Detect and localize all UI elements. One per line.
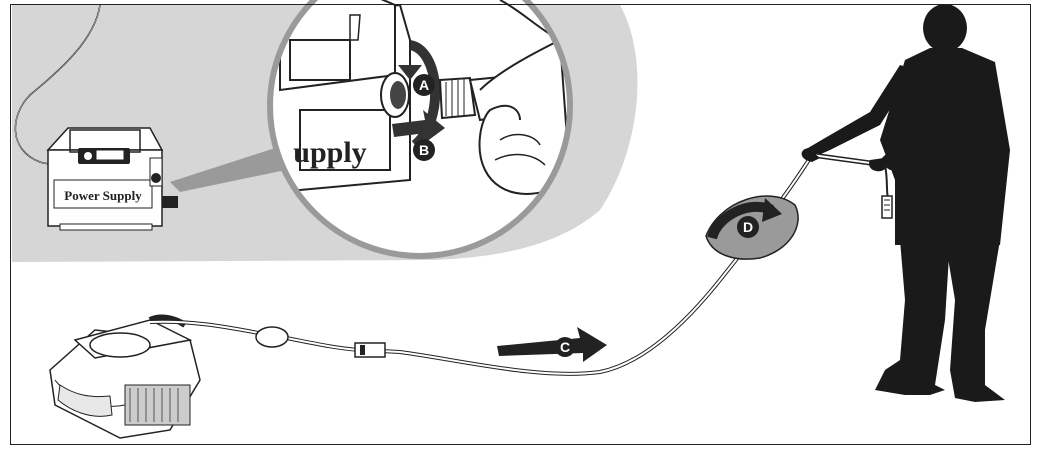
power-supply-unit: Power Supply: [48, 128, 178, 230]
dangling-plug: [882, 196, 892, 218]
pool-robot: [50, 318, 200, 438]
zoom-supply-label: upply: [293, 136, 366, 169]
cable-swivel: [355, 343, 385, 357]
svg-text:D: D: [743, 219, 753, 235]
callout-c: C: [497, 327, 607, 362]
power-supply-label: Power Supply: [64, 188, 142, 203]
callout-b: B: [413, 139, 435, 161]
svg-text:C: C: [560, 339, 570, 355]
callout-d: D: [706, 196, 798, 259]
svg-text:B: B: [419, 142, 429, 158]
person-silhouette: [808, 4, 1010, 402]
callout-a: A: [413, 74, 435, 96]
svg-text:A: A: [419, 77, 429, 93]
cable-float: [256, 327, 288, 347]
